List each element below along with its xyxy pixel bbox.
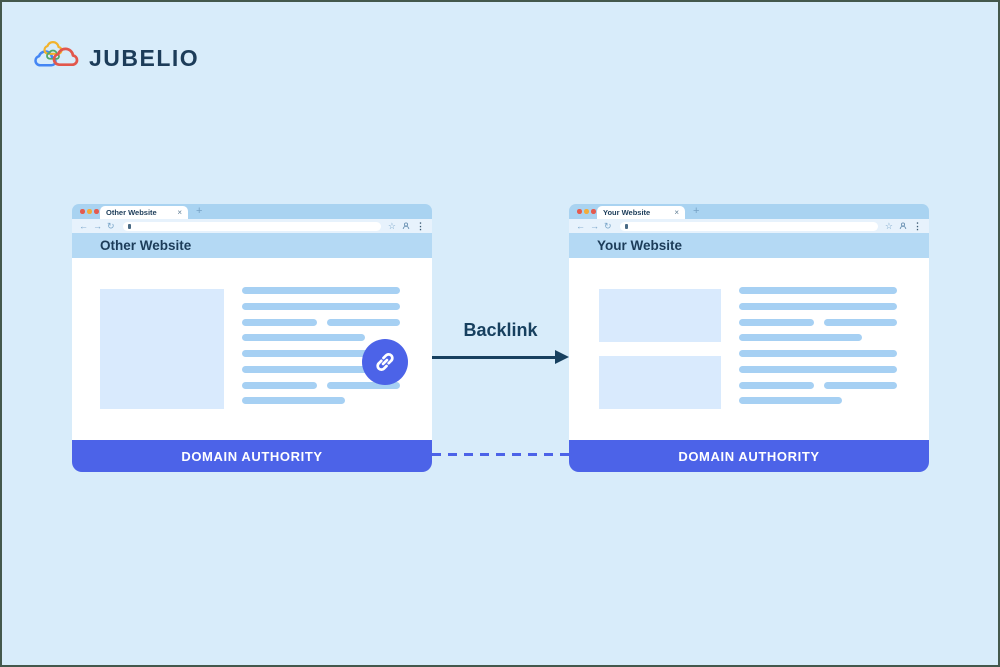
url-input[interactable]	[619, 221, 878, 231]
lock-icon	[127, 223, 131, 229]
cloud-green	[46, 49, 60, 60]
domain-authority-label: DOMAIN AUTHORITY	[181, 448, 323, 464]
reload-icon[interactable]: ↻	[604, 220, 612, 231]
traffic-light-red-icon	[80, 209, 85, 214]
tab-strip: Your Website × +	[569, 204, 929, 219]
text-line-placeholder	[242, 350, 400, 357]
traffic-light-yellow-icon	[584, 209, 589, 214]
forward-icon[interactable]: →	[93, 220, 102, 231]
domain-authority-dashed-connector	[432, 453, 569, 456]
new-tab-button[interactable]: +	[196, 205, 203, 217]
text-line-placeholder	[739, 319, 814, 326]
page-heading-bar: Your Website	[569, 233, 929, 258]
menu-dots-icon[interactable]: ⋮	[416, 220, 425, 231]
bookmark-star-icon[interactable]: ☆	[387, 220, 396, 231]
image-placeholder	[599, 289, 721, 342]
brand-name: JUBELIO	[89, 44, 200, 71]
text-line-placeholder	[242, 287, 400, 294]
traffic-lights	[577, 209, 596, 214]
traffic-light-red2-icon	[94, 209, 99, 214]
backlink-arrow-line	[432, 356, 557, 359]
forward-icon[interactable]: →	[590, 220, 599, 231]
tab-strip: Other Website × +	[72, 204, 432, 219]
link-icon	[376, 353, 394, 371]
image-placeholder	[100, 289, 224, 409]
bookmark-star-icon[interactable]: ☆	[884, 220, 893, 231]
jubelio-logo: JUBELIO	[34, 40, 199, 76]
text-line-placeholder	[739, 334, 862, 341]
domain-authority-label: DOMAIN AUTHORITY	[678, 448, 820, 464]
backlink-arrow-head-icon	[555, 350, 569, 364]
text-line-placeholder	[242, 334, 365, 341]
backlink-badge[interactable]	[362, 339, 408, 385]
text-line-placeholder	[824, 382, 897, 389]
domain-authority-bar: DOMAIN AUTHORITY	[569, 440, 929, 472]
text-line-placeholder	[242, 382, 317, 389]
address-bar-actions: ☆ ⋮	[387, 220, 425, 231]
domain-authority-bar: DOMAIN AUTHORITY	[72, 440, 432, 472]
back-icon[interactable]: ←	[576, 220, 585, 231]
page-content	[569, 258, 929, 440]
address-bar-row: ← → ↻ ☆ ⋮	[72, 219, 432, 233]
tab-close-icon[interactable]: ×	[674, 207, 679, 217]
browser-window-other-website: Other Website × + ← → ↻ ☆ ⋮ Other Websit…	[72, 204, 432, 472]
traffic-lights	[80, 209, 99, 214]
page-content	[72, 258, 432, 440]
address-bar-actions: ☆ ⋮	[884, 220, 922, 231]
reload-icon[interactable]: ↻	[107, 220, 115, 231]
profile-icon[interactable]	[899, 222, 907, 230]
browser-window-your-website: Your Website × + ← → ↻ ☆ ⋮ Your Website	[569, 204, 929, 472]
text-line-placeholder	[242, 319, 317, 326]
image-placeholder	[599, 356, 721, 409]
text-line-placeholder	[242, 366, 400, 373]
traffic-light-red-icon	[577, 209, 582, 214]
page-heading: Your Website	[597, 238, 683, 253]
cloud-red	[52, 47, 79, 67]
text-line-placeholder	[739, 303, 897, 310]
text-line-placeholder	[242, 397, 345, 404]
text-line-placeholder	[242, 303, 400, 310]
tab-title: Your Website	[603, 208, 651, 217]
lock-icon	[624, 223, 628, 229]
jubelio-cloud-icon	[34, 40, 80, 76]
text-line-placeholder	[739, 350, 897, 357]
backlink-label: Backlink	[463, 320, 538, 340]
menu-dots-icon[interactable]: ⋮	[913, 220, 922, 231]
tab-other-website[interactable]: Other Website ×	[100, 206, 188, 219]
text-line-placeholder	[824, 319, 897, 326]
profile-icon[interactable]	[402, 222, 410, 230]
traffic-light-yellow-icon	[87, 209, 92, 214]
text-line-placeholder	[327, 319, 400, 326]
url-input[interactable]	[122, 221, 381, 231]
page-heading-bar: Other Website	[72, 233, 432, 258]
tab-close-icon[interactable]: ×	[177, 207, 182, 217]
text-line-placeholder	[327, 382, 400, 389]
page-heading: Other Website	[100, 238, 192, 253]
tab-your-website[interactable]: Your Website ×	[597, 206, 685, 219]
text-line-placeholder	[739, 366, 897, 373]
text-line-placeholder	[739, 382, 814, 389]
traffic-light-red2-icon	[591, 209, 596, 214]
text-line-placeholder	[739, 397, 842, 404]
text-line-placeholder	[739, 287, 897, 294]
back-icon[interactable]: ←	[79, 220, 88, 231]
new-tab-button[interactable]: +	[693, 205, 700, 217]
tab-title: Other Website	[106, 208, 157, 217]
address-bar-row: ← → ↻ ☆ ⋮	[569, 219, 929, 233]
